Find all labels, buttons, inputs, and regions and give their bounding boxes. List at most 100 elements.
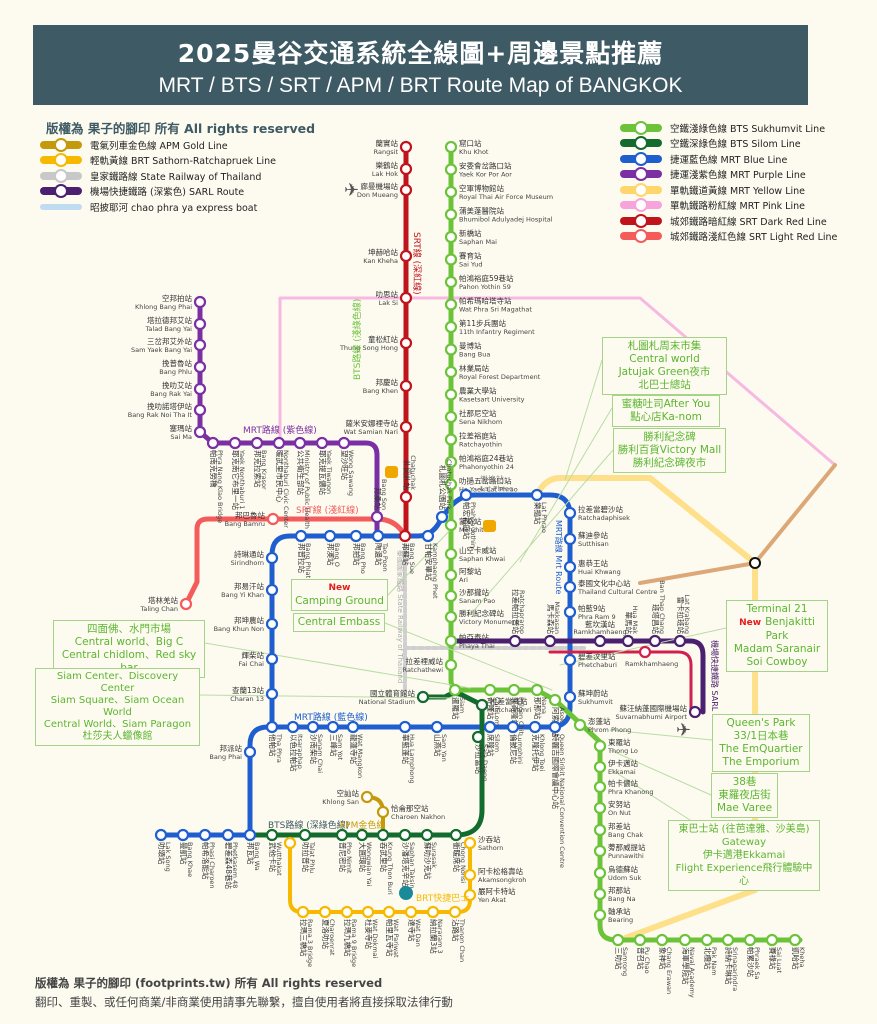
station-marker[interactable] [463, 836, 477, 850]
station-marker[interactable] [335, 828, 349, 842]
station-marker[interactable] [444, 163, 458, 176]
station-marker[interactable] [265, 828, 279, 842]
station-marker[interactable] [621, 634, 635, 648]
station-marker[interactable] [398, 828, 412, 842]
station-marker[interactable] [399, 291, 413, 305]
station-marker[interactable] [265, 617, 279, 631]
station-marker[interactable] [444, 589, 458, 603]
station-marker[interactable] [673, 634, 687, 648]
station-marker[interactable] [349, 529, 363, 543]
station-marker[interactable] [193, 403, 207, 417]
station-marker[interactable] [444, 568, 458, 582]
station-marker[interactable] [315, 436, 329, 450]
station-marker[interactable] [463, 888, 477, 902]
station-marker[interactable] [398, 720, 412, 734]
station-marker[interactable] [294, 529, 308, 543]
station-marker[interactable] [573, 718, 587, 732]
station-marker[interactable] [444, 185, 458, 199]
station-marker[interactable] [193, 360, 207, 374]
station-marker[interactable] [444, 230, 458, 244]
station-marker[interactable] [688, 705, 702, 719]
station-marker[interactable] [788, 933, 802, 947]
station-marker[interactable] [563, 580, 577, 594]
station-marker[interactable] [179, 597, 193, 611]
station-marker[interactable] [193, 295, 207, 309]
station-marker[interactable] [563, 560, 577, 574]
station-marker[interactable] [593, 844, 607, 858]
station-marker[interactable] [593, 780, 607, 794]
station-marker[interactable] [193, 317, 207, 331]
station-marker[interactable] [444, 433, 458, 446]
station-marker[interactable] [399, 336, 413, 350]
station-marker[interactable] [475, 698, 489, 712]
station-marker[interactable] [430, 720, 444, 734]
station-marker[interactable] [638, 645, 652, 659]
station-marker[interactable] [416, 690, 430, 704]
station-marker[interactable] [593, 739, 607, 753]
station-marker[interactable] [593, 887, 607, 901]
station-marker[interactable] [265, 583, 279, 597]
station-marker[interactable] [243, 828, 257, 842]
station-marker[interactable] [543, 634, 557, 648]
station-marker[interactable] [228, 436, 242, 450]
station-marker[interactable] [444, 253, 458, 266]
station-marker[interactable] [326, 720, 340, 734]
station-marker[interactable] [250, 436, 264, 450]
station-srt_east[interactable]: Ramkhamhaeng [625, 645, 678, 668]
station-marker[interactable] [337, 436, 351, 450]
station-marker[interactable] [404, 905, 418, 919]
station-marker[interactable] [265, 687, 279, 701]
